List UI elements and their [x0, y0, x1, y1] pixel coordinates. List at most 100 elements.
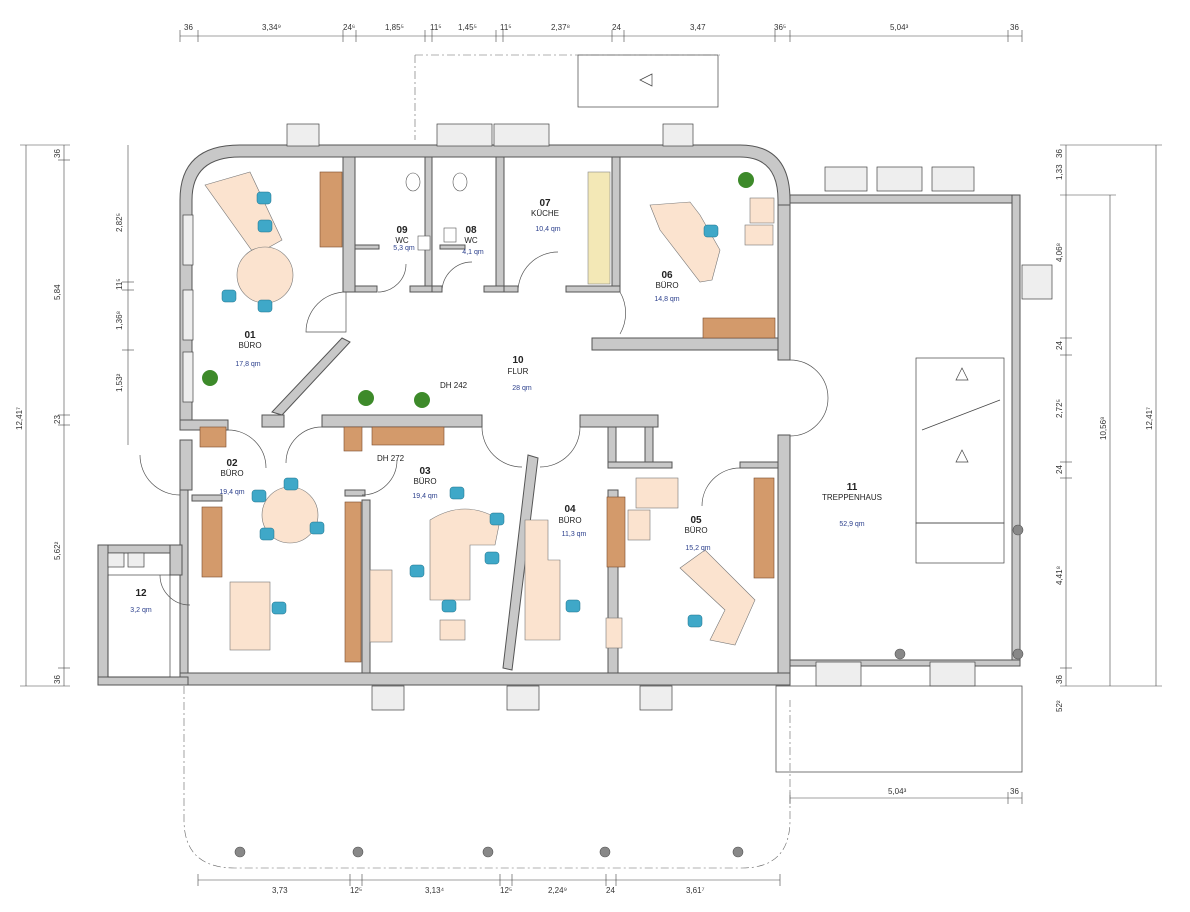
chair	[489, 512, 505, 526]
column	[352, 846, 364, 858]
dim-left: 36	[53, 675, 62, 684]
desk	[627, 509, 651, 541]
dim-top: 5,04³	[890, 23, 909, 32]
room-05-name: BÜRO	[684, 526, 707, 535]
dimension-lines	[20, 30, 1162, 886]
room-06-number: 06	[661, 270, 673, 281]
dim-top: 36	[184, 23, 193, 32]
wc-fixtures	[405, 172, 468, 251]
window	[127, 552, 145, 568]
toilet	[452, 172, 468, 192]
cabinet	[371, 426, 445, 446]
room-09-name: WC	[395, 236, 409, 245]
column	[482, 846, 494, 858]
staircase	[577, 54, 719, 108]
door	[441, 261, 473, 293]
room-01-number: 01	[244, 330, 256, 341]
door	[285, 426, 323, 464]
cabinet	[702, 317, 776, 339]
dim-bottom: 3,73	[272, 886, 288, 895]
plants	[202, 172, 754, 408]
room-03-number: 03	[419, 466, 431, 477]
desk	[679, 549, 756, 646]
terrace-outline	[183, 686, 791, 869]
plant	[202, 370, 218, 386]
chair	[484, 551, 500, 565]
round-table	[236, 246, 294, 304]
window	[371, 685, 405, 711]
cabinet	[606, 496, 626, 568]
door	[305, 291, 347, 333]
door	[159, 574, 191, 606]
room-03-area: 19,4 qm	[412, 493, 437, 500]
entrance-area	[775, 685, 1023, 773]
window	[931, 166, 975, 192]
window	[506, 685, 540, 711]
dim-top: 3,47	[690, 23, 706, 32]
room-11-name: TREPPENHAUS	[822, 493, 882, 502]
dim-left: 5,62²	[53, 541, 62, 560]
chairs	[221, 191, 719, 628]
room-05-number: 05	[690, 515, 702, 526]
dim-right: 4,41⁸	[1055, 566, 1064, 585]
window	[824, 166, 868, 192]
dim-right: 2,72⁵	[1055, 399, 1064, 418]
dim-top: 1,45⁵	[458, 23, 477, 32]
door	[139, 454, 181, 496]
dim-bottom: 12⁵	[350, 886, 362, 895]
desk	[744, 224, 774, 246]
cabinet	[753, 477, 775, 579]
dim-top: 3,34⁹	[262, 23, 281, 32]
window	[286, 123, 320, 147]
cabinets	[199, 171, 776, 663]
room-12-area: 3,2 qm	[130, 607, 152, 614]
column	[894, 648, 906, 660]
staircase	[915, 357, 1005, 524]
dim-right: 52²	[1055, 700, 1064, 712]
dim-bottom-right: 36	[1010, 787, 1019, 796]
dim-bottom: 2,24⁹	[548, 886, 567, 895]
column	[234, 846, 246, 858]
column	[1012, 648, 1024, 660]
window	[436, 123, 493, 147]
dim-left-total: 12,41⁷	[15, 407, 24, 430]
dim-top: 24	[612, 23, 621, 32]
dim-left: 11⁵	[115, 278, 124, 290]
dim-right: 36	[1055, 675, 1064, 684]
dim-bottom-right: 5,04³	[888, 787, 907, 796]
desk	[649, 201, 721, 283]
note-dh272: DH 272	[377, 454, 405, 463]
dim-bottom: 3,13⁴	[425, 886, 445, 895]
room-06-name: BÜRO	[655, 281, 678, 290]
room-08-area: 4,1 qm	[462, 249, 484, 256]
room-09-number: 09	[396, 225, 408, 236]
chair	[256, 191, 272, 205]
plant	[738, 172, 754, 188]
dim-top: 11⁵	[500, 23, 512, 32]
door	[539, 426, 581, 468]
cabinet	[343, 426, 363, 452]
plant	[414, 392, 430, 408]
dim-right: 1,33	[1055, 164, 1064, 180]
chair	[441, 599, 457, 613]
door	[517, 251, 559, 293]
furniture	[204, 171, 775, 651]
dim-right: 24	[1055, 465, 1064, 474]
note-dh242: DH 242	[440, 381, 468, 390]
room-10-name: FLUR	[508, 367, 529, 376]
dim-left: 1,36⁸	[115, 311, 124, 330]
chair	[259, 527, 275, 541]
room-04-number: 04	[564, 504, 576, 515]
room-10-number: 10	[512, 355, 524, 366]
dim-top: 36⁵	[774, 23, 786, 32]
chair	[257, 299, 273, 313]
window	[107, 552, 125, 568]
desk	[439, 619, 466, 641]
window	[639, 685, 673, 711]
room-02-name: BÜRO	[220, 469, 243, 478]
dim-right: 36	[1055, 149, 1064, 158]
window	[815, 661, 862, 687]
chair	[409, 564, 425, 578]
desk	[635, 477, 679, 509]
